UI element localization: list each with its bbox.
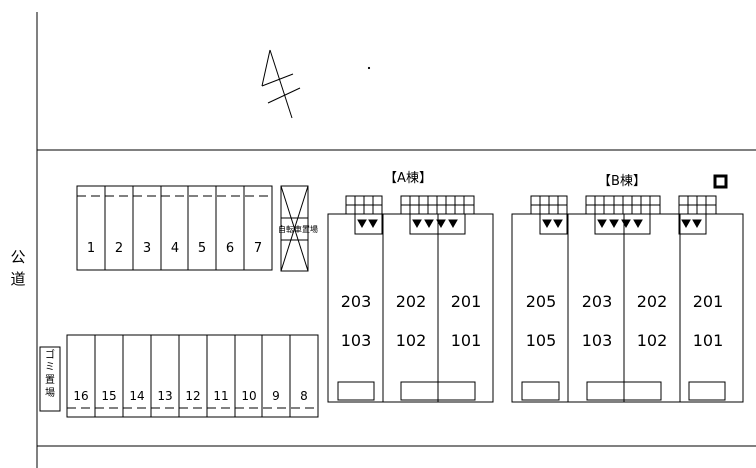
unit-number: 203 — [341, 292, 372, 311]
bicycle-parking — [280, 185, 309, 272]
parking-space-number: 11 — [213, 389, 228, 403]
building-b-title: 【B棟】 — [598, 174, 646, 189]
unit-number: 202 — [637, 292, 668, 311]
parking-block-bottom — [66, 334, 319, 418]
parking-space-number: 14 — [129, 389, 144, 403]
building-b — [511, 195, 744, 403]
north-arrow-icon — [261, 49, 301, 119]
parking-space-number: 16 — [73, 389, 88, 403]
parking-space-number: 3 — [143, 241, 151, 256]
entrance-markers — [542, 219, 702, 229]
garbage-label-3: 置 — [45, 374, 55, 386]
dot-mark — [367, 66, 371, 70]
unit-number: 203 — [582, 292, 613, 311]
parking-space-number: 9 — [272, 389, 280, 403]
unit-number: 105 — [526, 331, 557, 350]
stair-grid — [400, 195, 475, 235]
garbage-label-1: ゴ — [45, 348, 55, 361]
unit-number: 101 — [451, 331, 482, 350]
building-a-title: 【A棟】 — [384, 171, 432, 186]
bicycle-parking-label: 自転車置場 — [278, 224, 318, 234]
unit-number: 102 — [637, 331, 668, 350]
unit-number: 103 — [582, 331, 613, 350]
meter-box — [688, 381, 726, 401]
unit-number: 201 — [693, 292, 724, 311]
stair-grid — [678, 195, 717, 235]
road-label-1: 公 — [10, 248, 25, 266]
parking-space-number: 15 — [101, 389, 116, 403]
entrance-markers — [357, 219, 458, 229]
parking-space-number: 12 — [185, 389, 200, 403]
garbage-area — [39, 346, 61, 412]
parking-space-number: 2 — [115, 241, 123, 256]
parking-space-number: 13 — [157, 389, 172, 403]
parking-space-number: 8 — [300, 389, 308, 403]
parking-space-number: 7 — [254, 241, 262, 256]
meter-box — [337, 381, 375, 401]
meter-box — [521, 381, 560, 401]
unit-number: 205 — [526, 292, 557, 311]
stair-grid — [530, 195, 568, 235]
stair-grid — [585, 195, 661, 235]
unit-number: 202 — [396, 292, 427, 311]
stair-grid — [345, 195, 383, 235]
garbage-label-2: ミ — [45, 362, 55, 373]
garbage-label-4: 場 — [45, 386, 55, 399]
meter-box — [586, 381, 662, 401]
building-a — [327, 195, 494, 403]
square-marker-icon — [713, 174, 728, 189]
parking-space-number: 1 — [87, 241, 95, 256]
parking-space-number: 10 — [241, 389, 256, 403]
parking-space-number: 4 — [171, 241, 179, 256]
unit-number: 102 — [396, 331, 427, 350]
unit-number: 201 — [451, 292, 482, 311]
road-label-2: 道 — [10, 270, 25, 288]
unit-number: 103 — [341, 331, 372, 350]
meter-box — [400, 381, 476, 401]
parking-space-number: 6 — [226, 241, 234, 256]
parking-block-top — [76, 185, 273, 271]
parking-space-number: 5 — [198, 241, 206, 256]
unit-number: 101 — [693, 331, 724, 350]
